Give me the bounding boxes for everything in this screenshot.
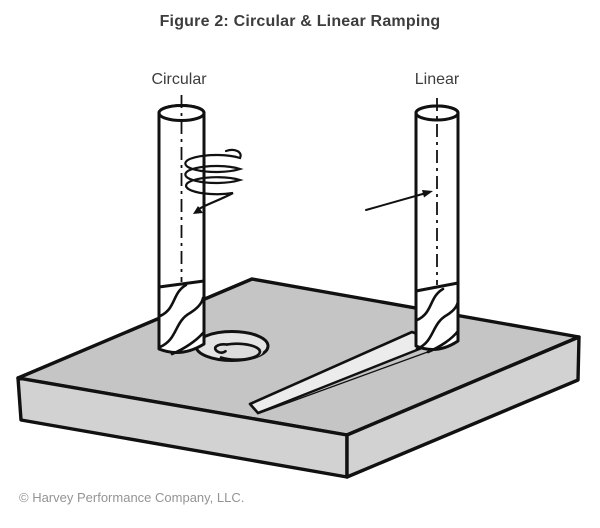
copyright-text: © Harvey Performance Company, LLC. xyxy=(19,490,245,505)
circular-tool-flutes xyxy=(158,283,205,356)
pocket-spiral-step xyxy=(219,342,262,361)
pocket-spiral-hook xyxy=(213,343,229,354)
helix-arrow xyxy=(184,148,244,214)
linear-ramp-slot xyxy=(248,330,447,415)
workpiece-block xyxy=(16,277,581,479)
helix-arrowhead xyxy=(193,206,203,214)
circular-tool-shoulder xyxy=(158,279,205,289)
linear-arrowhead xyxy=(422,190,433,198)
circular-tool xyxy=(157,95,206,356)
block-right-face xyxy=(345,335,581,479)
linear-tool-flutes xyxy=(415,287,460,354)
circular-pocket xyxy=(194,330,270,362)
linear-tool-shoulder xyxy=(415,281,459,293)
label-circular: Circular xyxy=(151,71,207,88)
linear-arrow xyxy=(365,190,433,211)
linear-tool xyxy=(414,98,460,354)
figure-title: Figure 2: Circular & Linear Ramping xyxy=(159,13,441,30)
label-linear: Linear xyxy=(414,71,460,88)
ramp-floor-edge xyxy=(256,340,439,415)
